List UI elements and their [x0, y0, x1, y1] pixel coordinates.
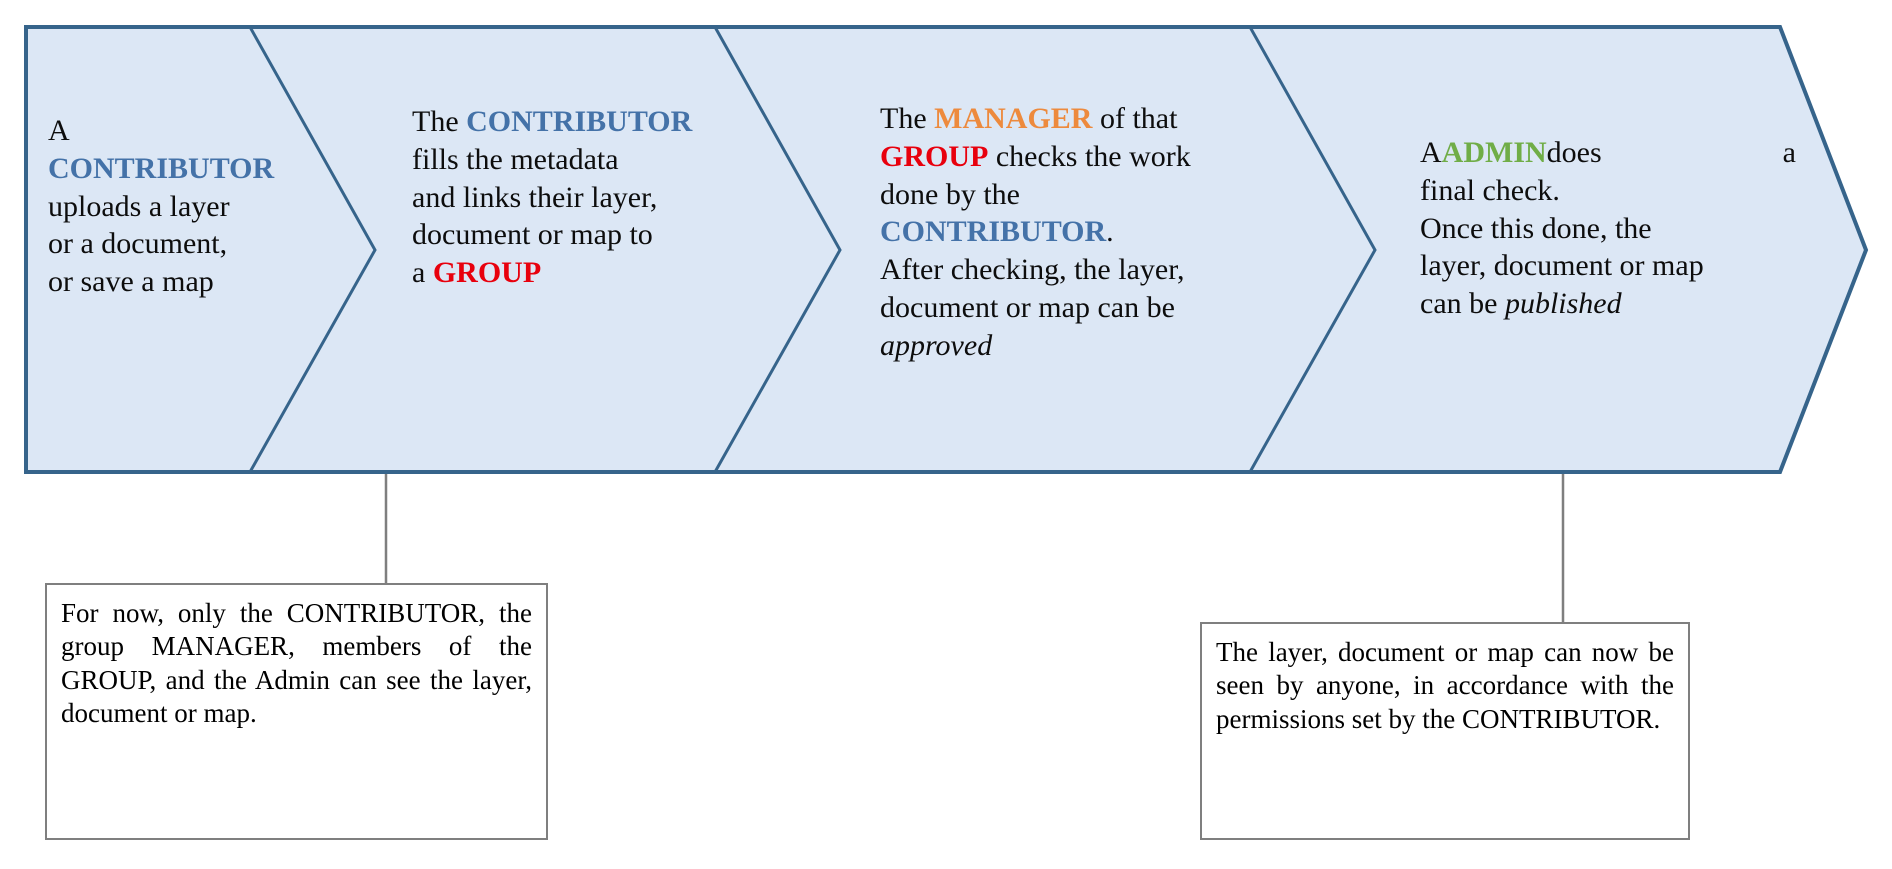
step-1-text: A CONTRIBUTOR uploads a layer or a docum… — [48, 112, 280, 301]
step-4-emphasis-published: published — [1504, 287, 1622, 321]
step-1-seg-plain-a: A — [48, 114, 70, 147]
step-3-keyword-manager: MANAGER — [934, 102, 1093, 135]
step-2-seg-plain-a: The — [412, 105, 467, 138]
step-2-keyword-contributor: CONTRIBUTOR — [466, 105, 693, 138]
note-right-text: The layer, document or map can now be se… — [1216, 637, 1674, 734]
step-3-keyword-group: GROUP — [880, 139, 989, 173]
chevron-separator-2 — [713, 26, 842, 473]
step-1-keyword-contributor: CONTRIBUTOR — [48, 151, 275, 185]
step-3-seg-plain-b: of that — [1099, 102, 1178, 135]
step-3-seg-plain-a: The — [880, 102, 935, 135]
step-3-seg-plain-d: . After checking, the layer, document or… — [880, 215, 1185, 324]
step-4-seg-rest: final check. Once this done, the layer, … — [1420, 173, 1704, 321]
step-4-seg-does-a: does a — [1546, 136, 1796, 169]
step-1-seg-plain-b: uploads a layer or a document, or save a… — [48, 189, 230, 299]
step-3-seg-plain-c: checks the work done by the — [880, 139, 1191, 211]
note-box-right: The layer, document or map can now be se… — [1200, 622, 1690, 840]
note-left-text: For now, only the CONTRIBUTOR, the group… — [61, 598, 532, 729]
step-2-seg-plain-b: fills the metadata and links their layer… — [412, 142, 658, 290]
step-4-seg-a: A — [1420, 136, 1442, 169]
step-3-emphasis-approved: approved — [880, 328, 993, 362]
note-box-left: For now, only the CONTRIBUTOR, the group… — [45, 583, 548, 840]
step-3-keyword-contributor: CONTRIBUTOR — [880, 215, 1107, 249]
step-2-text: The CONTRIBUTOR fills the metadata and l… — [412, 103, 702, 292]
step-3-text: The MANAGER of that GROUP checks the wor… — [880, 100, 1220, 365]
step-2-keyword-group: GROUP — [432, 256, 542, 290]
step-4-line-1: AADMINdoes a — [1420, 134, 1796, 172]
step-4-keyword-admin: ADMIN — [1441, 136, 1547, 169]
chevron-separator-3 — [1248, 26, 1377, 473]
